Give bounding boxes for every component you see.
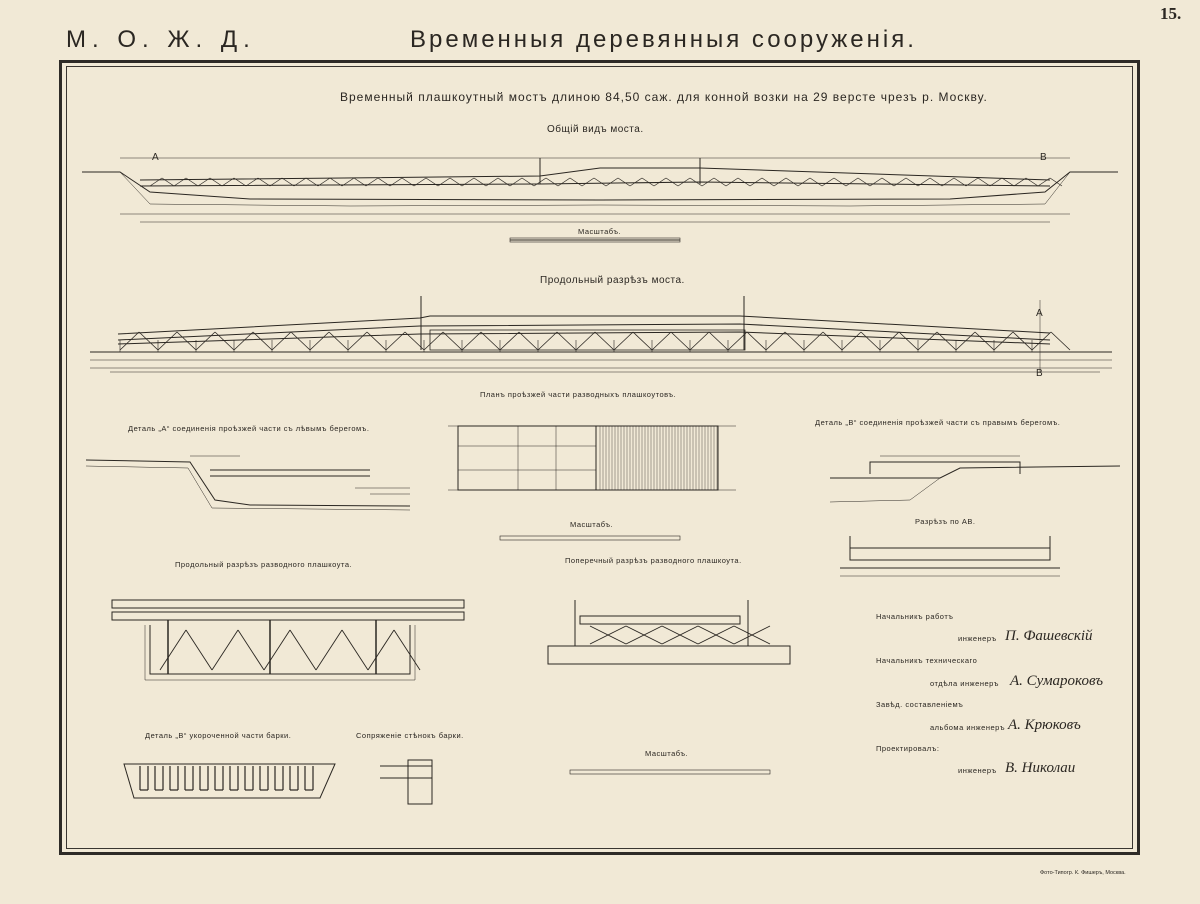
- scale-label-1: Масштабъ.: [578, 227, 622, 236]
- plate-title: Временный плашкоутный мостъ длиною 84,50…: [340, 90, 988, 104]
- wall-joint-title: Сопряженіе стѣнокъ барки.: [356, 731, 464, 740]
- credit-2-name: А. Сумароковъ: [1010, 673, 1104, 689]
- page-number: 15.: [1160, 4, 1182, 23]
- credit-3-name: А. Крюковъ: [1008, 717, 1081, 733]
- barge-detail-drawing: [123, 763, 336, 799]
- credit-3-role: Завѣд. составленіемъ: [876, 700, 964, 709]
- longitudinal-section-drawing: [90, 296, 1112, 373]
- marker-a-section: А: [1036, 308, 1044, 319]
- section-ab-title: Разрѣзъ по АВ.: [915, 517, 976, 526]
- credit-4-name: В. Николаи: [1005, 760, 1076, 776]
- marker-b-section: В: [1036, 368, 1044, 379]
- detail-b-drawing: [829, 455, 1121, 503]
- barge-detail-title: Деталь „В“ укороченной части барки.: [145, 731, 292, 740]
- section-ab-drawing: [840, 536, 1060, 577]
- detail-a-drawing: [85, 455, 411, 511]
- scale-bar-plan: [499, 535, 681, 541]
- credit-2-role: Начальникъ техническаго: [876, 656, 978, 665]
- credit-4-title: инженеръ: [958, 766, 997, 775]
- railway-abbreviation: М. О. Ж. Д.: [66, 26, 256, 53]
- credit-2-title: отдѣла инженеръ: [930, 679, 999, 688]
- general-view-title: Общій видъ моста.: [547, 124, 644, 135]
- general-view-drawing: [82, 157, 1118, 223]
- printer-imprint: Фото-Типогр. К. Фишеръ, Москва.: [1040, 870, 1126, 876]
- detail-a-title: Деталь „А“ соединенія проѣзжей части съ …: [128, 424, 370, 433]
- marker-a-general: А: [152, 152, 160, 163]
- plate-frame-inner: [66, 66, 1133, 849]
- scale-bar-pontoon: [569, 769, 771, 775]
- pontoon-longitudinal-drawing: [111, 599, 465, 681]
- pontoon-cross-drawing: [547, 600, 791, 665]
- plate-frame-outer: [59, 60, 1140, 855]
- scale-bar-general: [509, 237, 681, 243]
- plan-title: Планъ проѣзжей части разводныхъ плашкоут…: [480, 390, 677, 399]
- wall-joint-drawing: [380, 759, 433, 805]
- credit-3-title: альбома инженеръ: [930, 723, 1006, 732]
- plan-drawing: [448, 425, 736, 491]
- longitudinal-section-title: Продольный разрѣзъ моста.: [540, 275, 685, 286]
- plate-header-title: Временныя деревянныя сооруженія.: [410, 26, 917, 53]
- credit-1-name: П. Фашевскій: [1005, 628, 1093, 644]
- pontoon-cross-title: Поперечный разрѣзъ разводного плашкоута.: [565, 556, 742, 565]
- credit-1-role: Начальникъ работъ: [876, 612, 954, 621]
- marker-b-general: В: [1040, 152, 1048, 163]
- credit-4-role: Проектировалъ:: [876, 744, 940, 753]
- scale-label-3: Масштабъ.: [645, 749, 689, 758]
- scale-label-2: Масштабъ.: [570, 520, 614, 529]
- credit-1-title: инженеръ: [958, 634, 997, 643]
- pontoon-longitudinal-title: Продольный разрѣзъ разводного плашкоута.: [175, 560, 353, 569]
- detail-b-title: Деталь „В“ соединенія проѣзжей части съ …: [815, 418, 1061, 427]
